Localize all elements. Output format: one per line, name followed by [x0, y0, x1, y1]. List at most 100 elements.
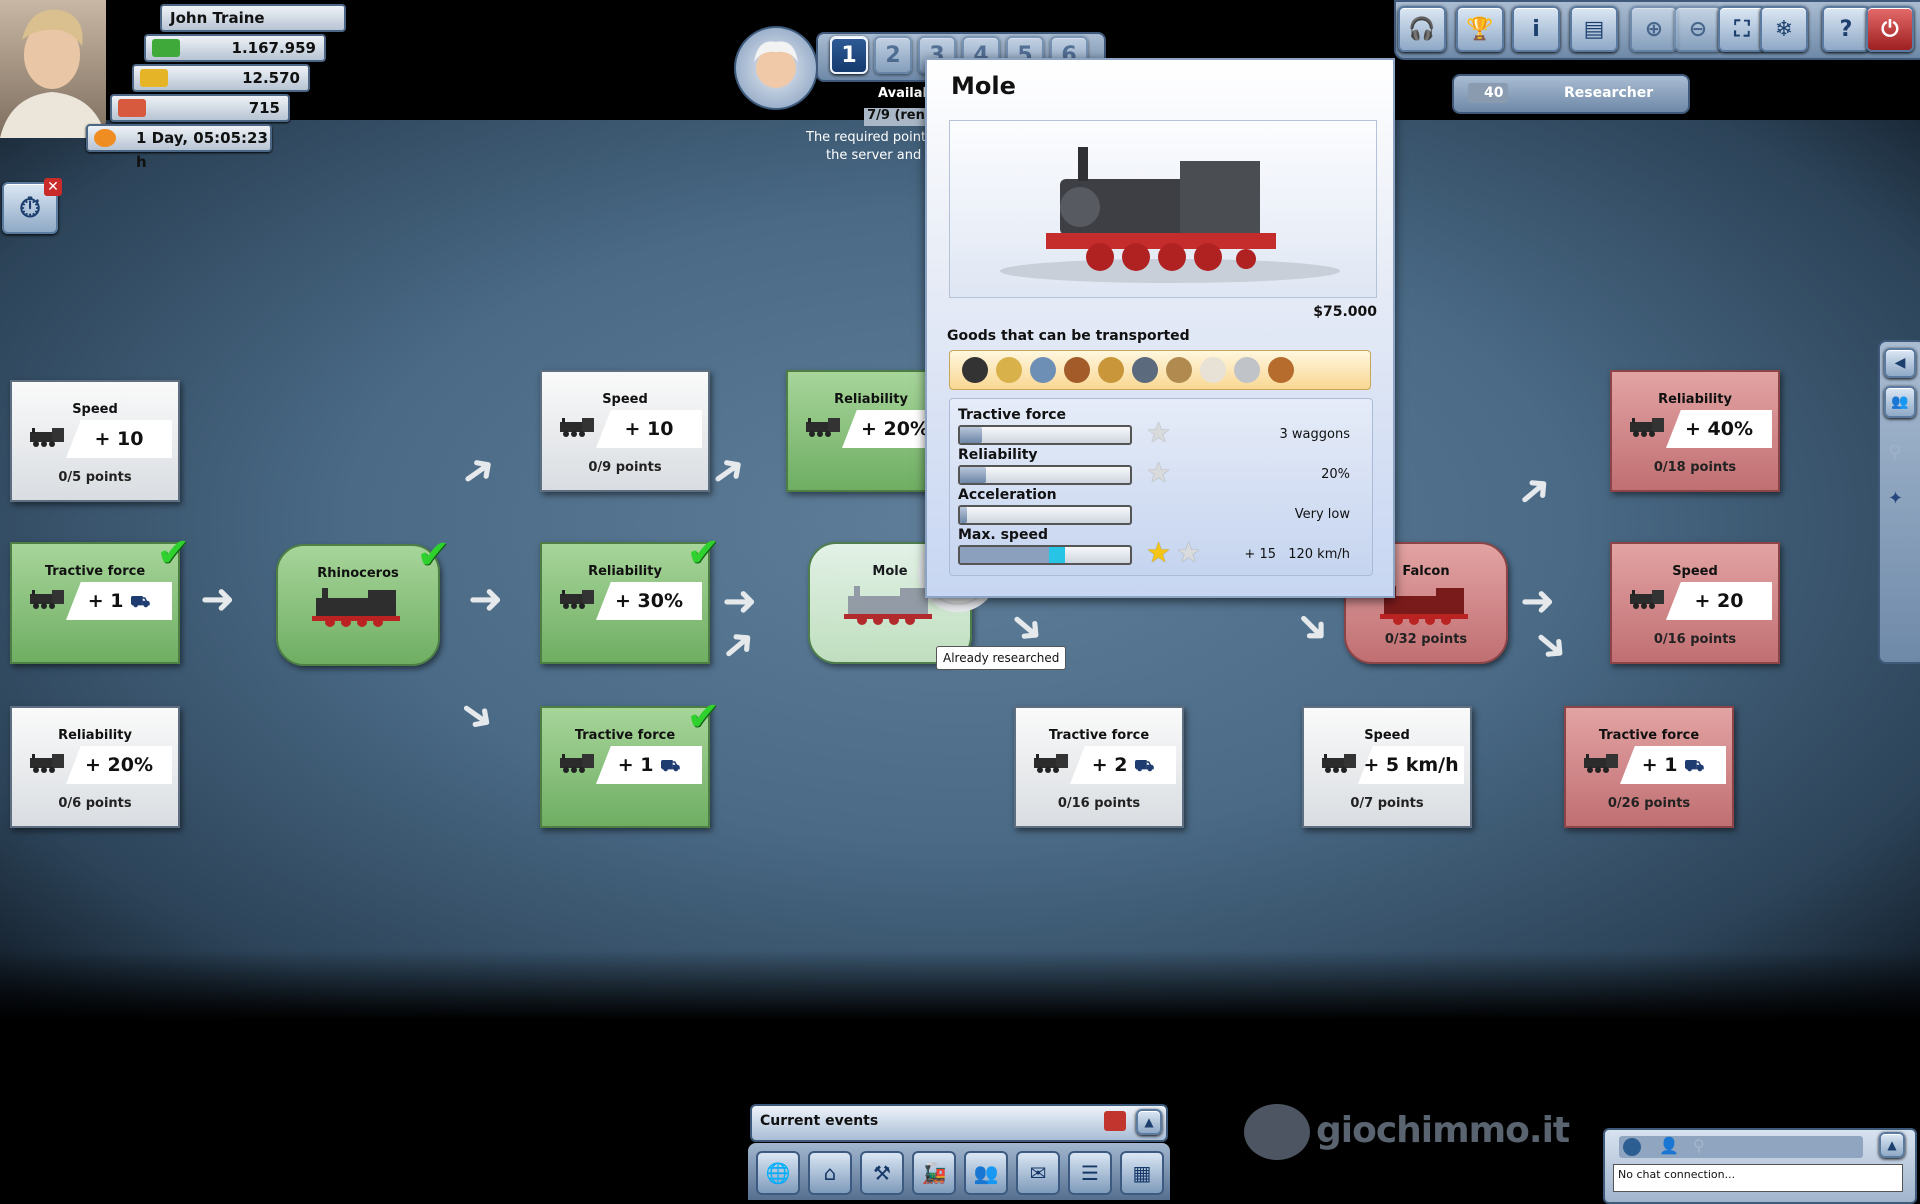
headset-button[interactable]: 🎧 [1398, 6, 1446, 52]
stat-bar-fill [960, 547, 1066, 563]
tech-node-reliability[interactable]: Reliability+ 20%0/6 points [10, 696, 206, 828]
stat-bar-fill [960, 427, 983, 443]
researched-check-icon: ✔ [686, 694, 720, 740]
tech-node-falcon[interactable]: Falcon 0/32 points [1344, 532, 1534, 664]
locomotive-icon [1034, 754, 1068, 773]
locomotive-image [1380, 586, 1468, 625]
group-chat-icon[interactable]: ⚲ [1693, 1136, 1705, 1155]
snowflake-button[interactable]: ❄ [1760, 6, 1808, 52]
prestige-icon [118, 99, 146, 117]
locomotive-icon [1322, 754, 1356, 773]
power-button[interactable]: ⏻ [1866, 6, 1914, 52]
leather-icon [1268, 357, 1294, 383]
node-title: Falcon [1402, 564, 1450, 579]
connector-arrow: ➜ [1520, 576, 1556, 625]
star-icon: ★ [1146, 416, 1172, 449]
power-icon: ⏻ [1881, 16, 1899, 42]
node-points: 0/32 points [1384, 632, 1468, 647]
list-button[interactable]: ☰ [1068, 1151, 1112, 1195]
chat-panel: 👤 ⚲ ▲ No chat connection... [1603, 1128, 1917, 1204]
headset-icon: 🎧 [1408, 16, 1436, 42]
tech-node-reliability[interactable]: Reliability+ 30%✔ [540, 530, 736, 664]
staff-button[interactable]: 👥 [964, 1151, 1008, 1195]
chat-expand-icon[interactable]: ▲ [1879, 1132, 1905, 1158]
build-button[interactable]: ⚒ [860, 1151, 904, 1195]
right-sidebar: ◀ 👥 ⚲ ✦ [1878, 340, 1920, 664]
researched-check-icon: ✔ [416, 532, 450, 578]
coal-icon [962, 357, 988, 383]
research-slot-2[interactable]: 2 [874, 36, 912, 74]
researcher-avatar[interactable] [734, 26, 818, 110]
chat-tab-bar: 👤 ⚲ [1619, 1136, 1863, 1158]
node-points: 0/16 points [1653, 632, 1737, 647]
node-title: Reliability [588, 564, 662, 579]
node-title: Tractive force [574, 728, 676, 743]
portrait-image [0, 9, 106, 138]
node-value: + 20 km/h [1666, 582, 1772, 620]
node-value: + 10 km/h [66, 420, 172, 458]
locomotive-icon [30, 590, 64, 609]
help-button[interactable]: ? [1822, 6, 1870, 52]
globe-chat-icon[interactable] [1623, 1138, 1641, 1156]
depot-button[interactable]: ⌂ [808, 1151, 852, 1195]
handshake-icon[interactable]: ✦ [1888, 488, 1904, 509]
fullscreen-button[interactable]: ⛶ [1718, 6, 1766, 52]
node-points: 0/7 points [1350, 796, 1424, 811]
node-title: Tractive force [44, 564, 146, 579]
wood-icon [1064, 357, 1090, 383]
mail-button[interactable]: ✉ [1016, 1151, 1060, 1195]
planks-icon [1098, 357, 1124, 383]
researcher-label: Researcher [1564, 85, 1654, 101]
star-icon: ★ [1176, 536, 1202, 569]
stopwatch-button[interactable]: ⏱ ✕ [2, 178, 62, 234]
newspaper-button[interactable]: ▤ [1570, 6, 1618, 52]
stat-bar-fill [960, 467, 986, 483]
info-button[interactable]: i [1512, 6, 1560, 52]
close-icon[interactable]: ✕ [44, 178, 62, 196]
trophy-button[interactable]: 🏆 [1456, 6, 1504, 52]
stat-bonus: + 15 [1244, 547, 1276, 562]
train-button[interactable]: 🚂 [912, 1151, 956, 1195]
tech-node-tractive-force[interactable]: Tractive force+ 1 ⛟✔ [10, 530, 206, 664]
expand-arrow-icon[interactable]: ▲ [1136, 1109, 1162, 1135]
current-events-label: Current events [760, 1113, 879, 1129]
players-icon[interactable]: 👥 [1884, 386, 1916, 418]
calculator-icon: ▦ [1132, 1161, 1152, 1185]
tech-node-tractive-force[interactable]: Tractive force+ 1 ⛟0/26 points [1564, 696, 1760, 828]
stat-label: Reliability [958, 447, 1038, 463]
research-slot-1[interactable]: 1 [830, 36, 868, 74]
node-value: + 30% [596, 582, 702, 620]
player-avatar[interactable] [0, 0, 106, 138]
dish-icon [1234, 357, 1260, 383]
current-events-panel[interactable]: Current events ▲ [750, 1104, 1168, 1142]
locomotive-icon [30, 754, 64, 773]
tech-node-reliability[interactable]: Reliability+ 40%0/18 points [1610, 360, 1806, 492]
node-points: 0/16 points [1057, 796, 1141, 811]
tech-node-rhinoceros[interactable]: Rhinoceros✔ [276, 532, 466, 666]
alert-icon[interactable] [1104, 1111, 1126, 1131]
connector-arrow: ➜ [468, 574, 504, 623]
stat-label: Max. speed [958, 527, 1048, 543]
node-title: Reliability [834, 392, 908, 407]
tech-node-tractive-force[interactable]: Tractive force+ 2 ⛟0/16 points [1014, 696, 1210, 828]
family-icon[interactable]: ⚲ [1888, 442, 1902, 463]
timer-display: 1 Day, 05:05:23 h [86, 124, 272, 171]
globe-button[interactable]: 🌐 [756, 1151, 800, 1195]
player-name: John Traine [160, 4, 346, 32]
watermark-logo: giochimmo.it [1244, 1104, 1570, 1160]
node-title: Reliability [1658, 392, 1732, 407]
zoom-in-button[interactable]: ⊕ [1630, 6, 1678, 52]
tech-node-tractive-force[interactable]: Tractive force+ 1 ⛟✔ [540, 694, 736, 828]
stat-bar-fill [960, 507, 967, 523]
user-chat-icon[interactable]: 👤 [1659, 1136, 1679, 1155]
node-points: 0/26 points [1607, 796, 1691, 811]
money-display: 1.167.959 [144, 34, 326, 62]
calculator-button[interactable]: ▦ [1120, 1151, 1164, 1195]
collapse-arrow-icon[interactable]: ◀ [1884, 348, 1916, 378]
researched-check-icon: ✔ [156, 530, 190, 576]
zoom-out-button[interactable]: ⊖ [1674, 6, 1722, 52]
